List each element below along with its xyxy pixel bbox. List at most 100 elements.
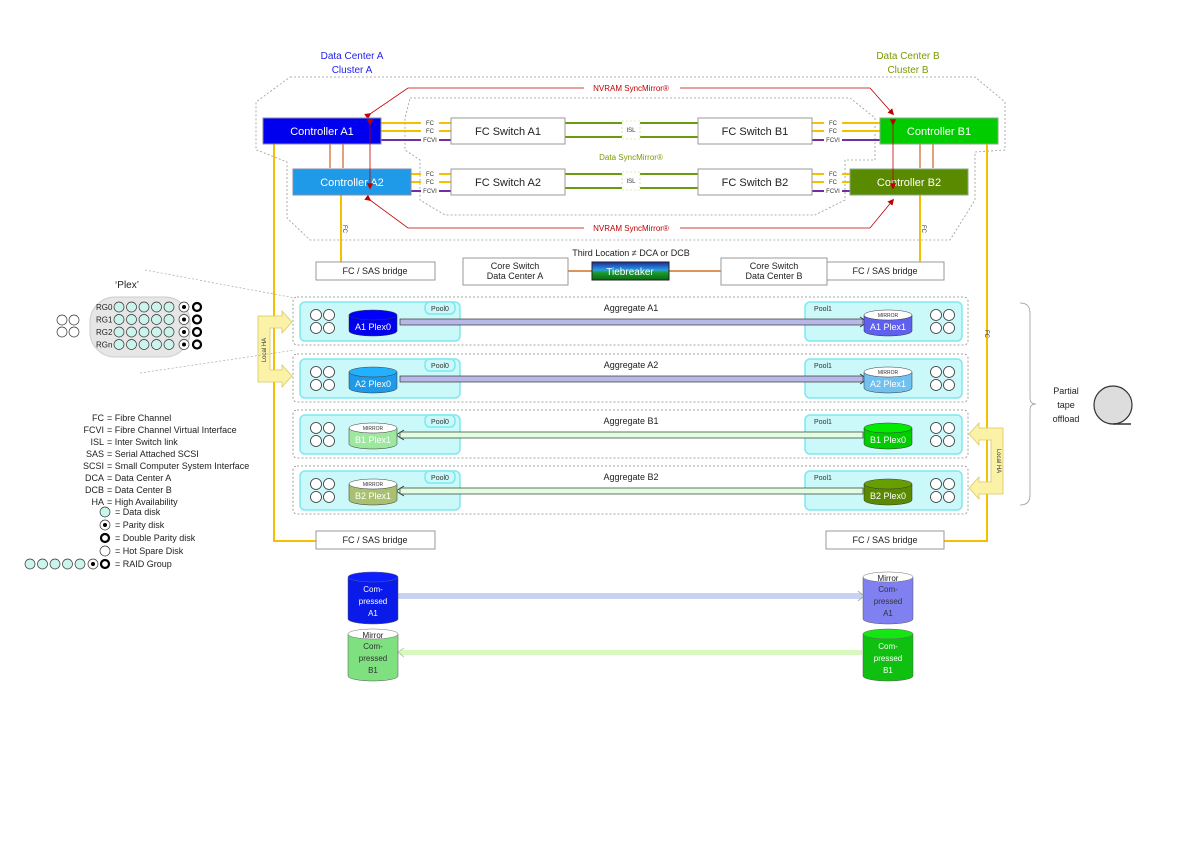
- svg-text:Local HA: Local HA: [262, 338, 268, 362]
- legend-text: = Fibre Channel: [107, 413, 171, 423]
- hot-spare-disk-icon: [310, 309, 322, 321]
- tape-brace: [1019, 302, 1037, 506]
- fc-switch-a2[interactable]: FC Switch A2: [450, 168, 566, 196]
- double-parity-disk-icon: [191, 326, 203, 338]
- svg-text:Data Center A: Data Center A: [487, 271, 544, 281]
- dc-a-label: Data Center A: [321, 51, 384, 62]
- hot-spare-disk-icon: [930, 309, 942, 321]
- controller-b1[interactable]: Controller B1: [879, 117, 999, 145]
- fc-switch-b2[interactable]: FC Switch B2: [697, 168, 813, 196]
- mirror-flow-arrow: [399, 487, 864, 495]
- fc-switch-a1[interactable]: FC Switch A1: [450, 117, 566, 145]
- pool-label: Pool0: [431, 363, 449, 370]
- fc-sas-bridge-b-bottom[interactable]: FC / SAS bridge: [825, 530, 945, 550]
- svg-text:FC Switch A1: FC Switch A1: [475, 126, 541, 138]
- svg-text:Local HA: Local HA: [995, 449, 1001, 473]
- volume-label: A1: [883, 609, 893, 618]
- hot-spare-disk-icon: [310, 478, 322, 490]
- plex-label: A2 Plex0: [355, 379, 391, 389]
- mirror-flow-arrow: [399, 318, 864, 326]
- tiebreaker[interactable]: Tiebreaker: [591, 261, 670, 281]
- plex-right[interactable]: B1 Plex0: [863, 422, 913, 450]
- hot-spare-disk-icon: [323, 366, 335, 378]
- data-disk-icon: [151, 326, 162, 338]
- fc-b2-bridge-label: FC: [920, 225, 926, 234]
- fc-switch-b1[interactable]: FC Switch B1: [697, 117, 813, 145]
- aggregate-name: Aggregate B2: [603, 472, 658, 482]
- hot-spare-disk-icon: [323, 422, 335, 434]
- ha-interconnect-a: [329, 144, 344, 168]
- hot-spare-disk-icon: [323, 309, 335, 321]
- volume-label: Com-: [878, 642, 898, 651]
- volume-label: pressed: [359, 654, 387, 663]
- hot-spare-disk-icon: [930, 379, 942, 391]
- hot-spare-disk-icon: [310, 435, 322, 447]
- parity-dot-icon: [182, 342, 186, 347]
- hot-spare-disk-icon: [310, 491, 322, 503]
- parity-dot-icon: [182, 330, 186, 334]
- svg-text:Controller A1: Controller A1: [290, 126, 354, 138]
- data-disk-icon: [151, 301, 162, 313]
- pool-label: Pool1: [814, 475, 832, 482]
- fc-sas-bridge-b-top[interactable]: FC / SAS bridge: [825, 261, 945, 281]
- parity-dot-icon: [91, 562, 95, 566]
- b2-link-label: FC: [829, 180, 838, 186]
- mirror-tag: MIRROR: [878, 370, 899, 376]
- fc-sas-bridge-a-top[interactable]: FC / SAS bridge: [315, 261, 436, 281]
- svg-text:Data Center B: Data Center B: [745, 271, 802, 281]
- mirror-tag: Mirror: [878, 574, 899, 583]
- plex-label: B2 Plex0: [870, 491, 906, 501]
- svg-text:FC / SAS bridge: FC / SAS bridge: [342, 266, 407, 276]
- data-disk-icon: [138, 301, 150, 313]
- pool-label: Pool1: [814, 363, 832, 370]
- plex-left[interactable]: A1 Plex0: [348, 309, 398, 337]
- hot-spare-disk-icon: [930, 422, 942, 434]
- legend-text: = Small Computer System Interface: [107, 461, 249, 471]
- legend-text: = High Availability: [107, 497, 178, 507]
- plex-right[interactable]: B2 Plex0: [863, 478, 913, 506]
- mirror-flow-arrow: [399, 431, 864, 439]
- cluster-a-label: Cluster A: [332, 65, 373, 76]
- tape-label: offload: [1053, 414, 1080, 424]
- volume-label: Com-: [363, 585, 383, 594]
- data-disk-icon: [49, 558, 61, 570]
- pool-label: Pool1: [814, 419, 832, 426]
- data-disk-icon: [126, 326, 137, 338]
- hot-spare-disk-icon: [68, 326, 80, 338]
- data-disk-icon: [113, 326, 125, 338]
- volume-label: Com-: [878, 585, 898, 594]
- b2-link-label: FCVI: [826, 189, 840, 195]
- controller-b2[interactable]: Controller B2: [849, 168, 969, 196]
- volume-label: B1: [883, 666, 893, 675]
- legend-abbr: ISL: [90, 437, 104, 447]
- dc-b-label: Data Center B: [876, 51, 940, 62]
- hot-spare-disk-icon: [56, 326, 68, 338]
- hot-spare-disk-icon: [99, 545, 111, 557]
- controller-a2[interactable]: Controller A2: [292, 168, 412, 196]
- svg-text:Controller B1: Controller B1: [907, 126, 971, 138]
- third-location-label: Third Location ≠ DCA or DCB: [572, 248, 689, 258]
- controller-a1[interactable]: Controller A1: [262, 117, 382, 145]
- aggregate-name: Aggregate A1: [604, 303, 659, 313]
- fc-sas-bridge-a-bottom[interactable]: FC / SAS bridge: [315, 530, 436, 550]
- hot-spare-disk-icon: [68, 314, 80, 326]
- hot-spare-disk-icon: [943, 491, 955, 503]
- fc-rail-right: [944, 144, 988, 542]
- plex-left[interactable]: A2 Plex0: [348, 366, 398, 394]
- a1-link-label: FC: [426, 121, 435, 127]
- legend-text: = Data Center A: [107, 473, 171, 483]
- tape-label: tape: [1057, 400, 1075, 410]
- raid-group-label: RGn: [96, 341, 112, 350]
